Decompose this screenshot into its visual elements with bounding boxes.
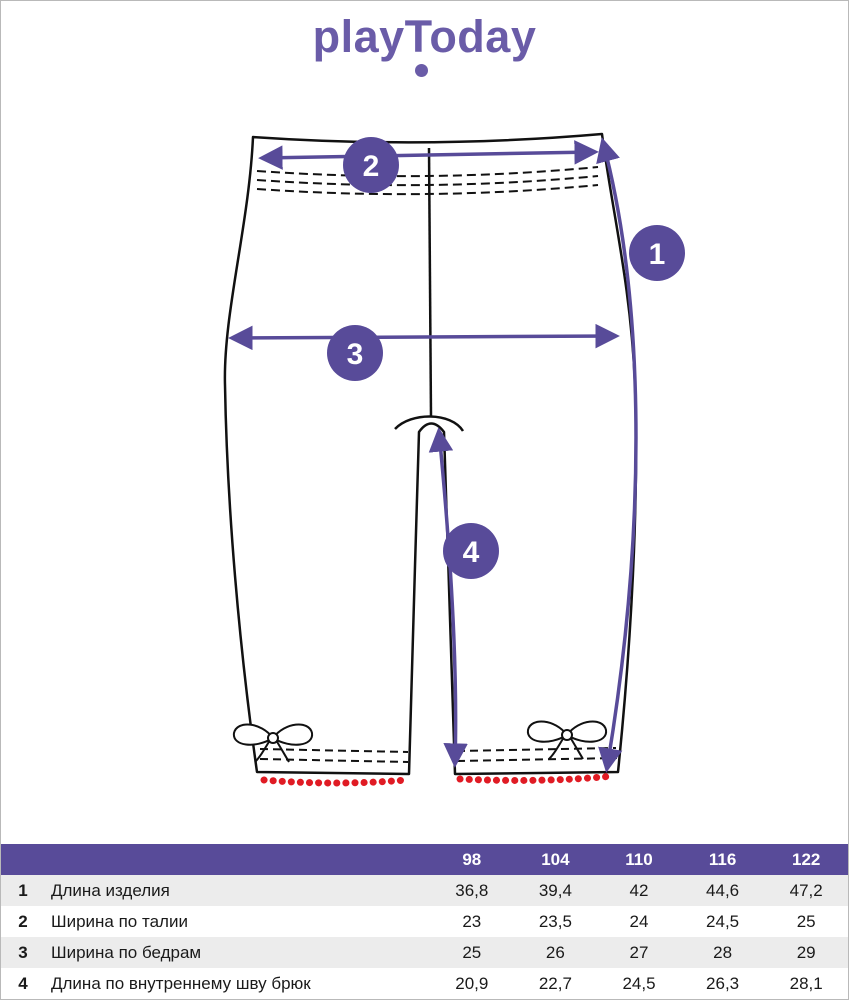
size-header: 122: [791, 849, 821, 869]
size-header: 110: [625, 849, 653, 869]
hem-stitching-left: [259, 748, 409, 763]
table-row: 2 Ширина по талии 23 23,5 24 24,5 25: [1, 906, 848, 937]
table-row: 3 Ширина по бедрам 25 26 27 28 29: [1, 937, 848, 968]
size-header: 116: [708, 849, 737, 869]
svg-text:1: 1: [649, 238, 666, 271]
row-value: 27: [629, 942, 649, 962]
row-value: 44,6: [706, 880, 740, 900]
row-value: 24,5: [706, 911, 740, 931]
row-label: Ширина по талии: [51, 911, 188, 931]
row-number: 4: [18, 973, 28, 993]
row-number: 1: [18, 880, 28, 900]
row-value: 26: [545, 942, 565, 962]
svg-text:2: 2: [363, 150, 380, 183]
row-value: 22,7: [538, 973, 572, 993]
table-row: 4 Длина по внутреннему шву брюк 20,9 22,…: [1, 968, 848, 999]
brand-logo-dot: [415, 64, 428, 77]
brand-logo: playToday: [1, 1, 848, 97]
header-label-col: [45, 844, 430, 875]
size-header: 104: [541, 849, 570, 869]
size-header: 98: [462, 849, 482, 869]
row-value: 25: [462, 942, 482, 962]
leggings-measurement-diagram: 2 1 3 4: [223, 132, 685, 787]
row-value: 25: [796, 911, 816, 931]
arrow-waist-width: [258, 140, 599, 170]
header-num-col: [1, 844, 45, 875]
svg-text:3: 3: [347, 338, 364, 371]
row-label: Ширина по бедрам: [51, 942, 202, 962]
row-value: 36,8: [455, 880, 489, 900]
row-value: 26,3: [706, 973, 740, 993]
bow-left-icon: [232, 723, 314, 763]
red-trim-left: [260, 776, 410, 787]
arrow-side-length: [596, 137, 638, 773]
row-value: 23,5: [538, 911, 572, 931]
row-value: 28,1: [789, 973, 823, 993]
row-value: 28: [713, 942, 733, 962]
row-value: 24,5: [622, 973, 656, 993]
crotch-curve: [394, 415, 465, 432]
svg-text:4: 4: [463, 536, 480, 569]
arrow-inseam-length: [428, 427, 468, 768]
badge-1: 1: [629, 225, 685, 281]
row-label: Длина по внутреннему шву брюк: [51, 973, 311, 993]
red-trim-right: [456, 772, 617, 784]
size-table-header: 98 104 110 116 122: [1, 844, 848, 875]
size-table: 98 104 110 116 122 1 Длина изделия 36,8 …: [1, 844, 848, 999]
row-value: 29: [796, 942, 816, 962]
arrow-hip-width: [228, 323, 620, 351]
row-value: 24: [629, 911, 649, 931]
row-value: 20,9: [455, 973, 489, 993]
row-number: 3: [18, 942, 28, 962]
center-front-seam: [427, 147, 433, 418]
row-value: 42: [629, 880, 649, 900]
table-row: 1 Длина изделия 36,8 39,4 42 44,6 47,2: [1, 875, 848, 906]
row-value: 39,4: [538, 880, 572, 900]
badge-4: 4: [443, 523, 499, 579]
waistband-stitching: [256, 166, 599, 196]
badge-3: 3: [327, 325, 383, 381]
hem-stitching-right: [456, 747, 618, 762]
row-label: Длина изделия: [51, 880, 170, 900]
row-number: 2: [18, 911, 28, 931]
brand-logo-text: playToday: [312, 11, 537, 62]
row-value: 47,2: [789, 880, 823, 900]
badge-2: 2: [343, 137, 399, 193]
row-value: 23: [462, 911, 482, 931]
